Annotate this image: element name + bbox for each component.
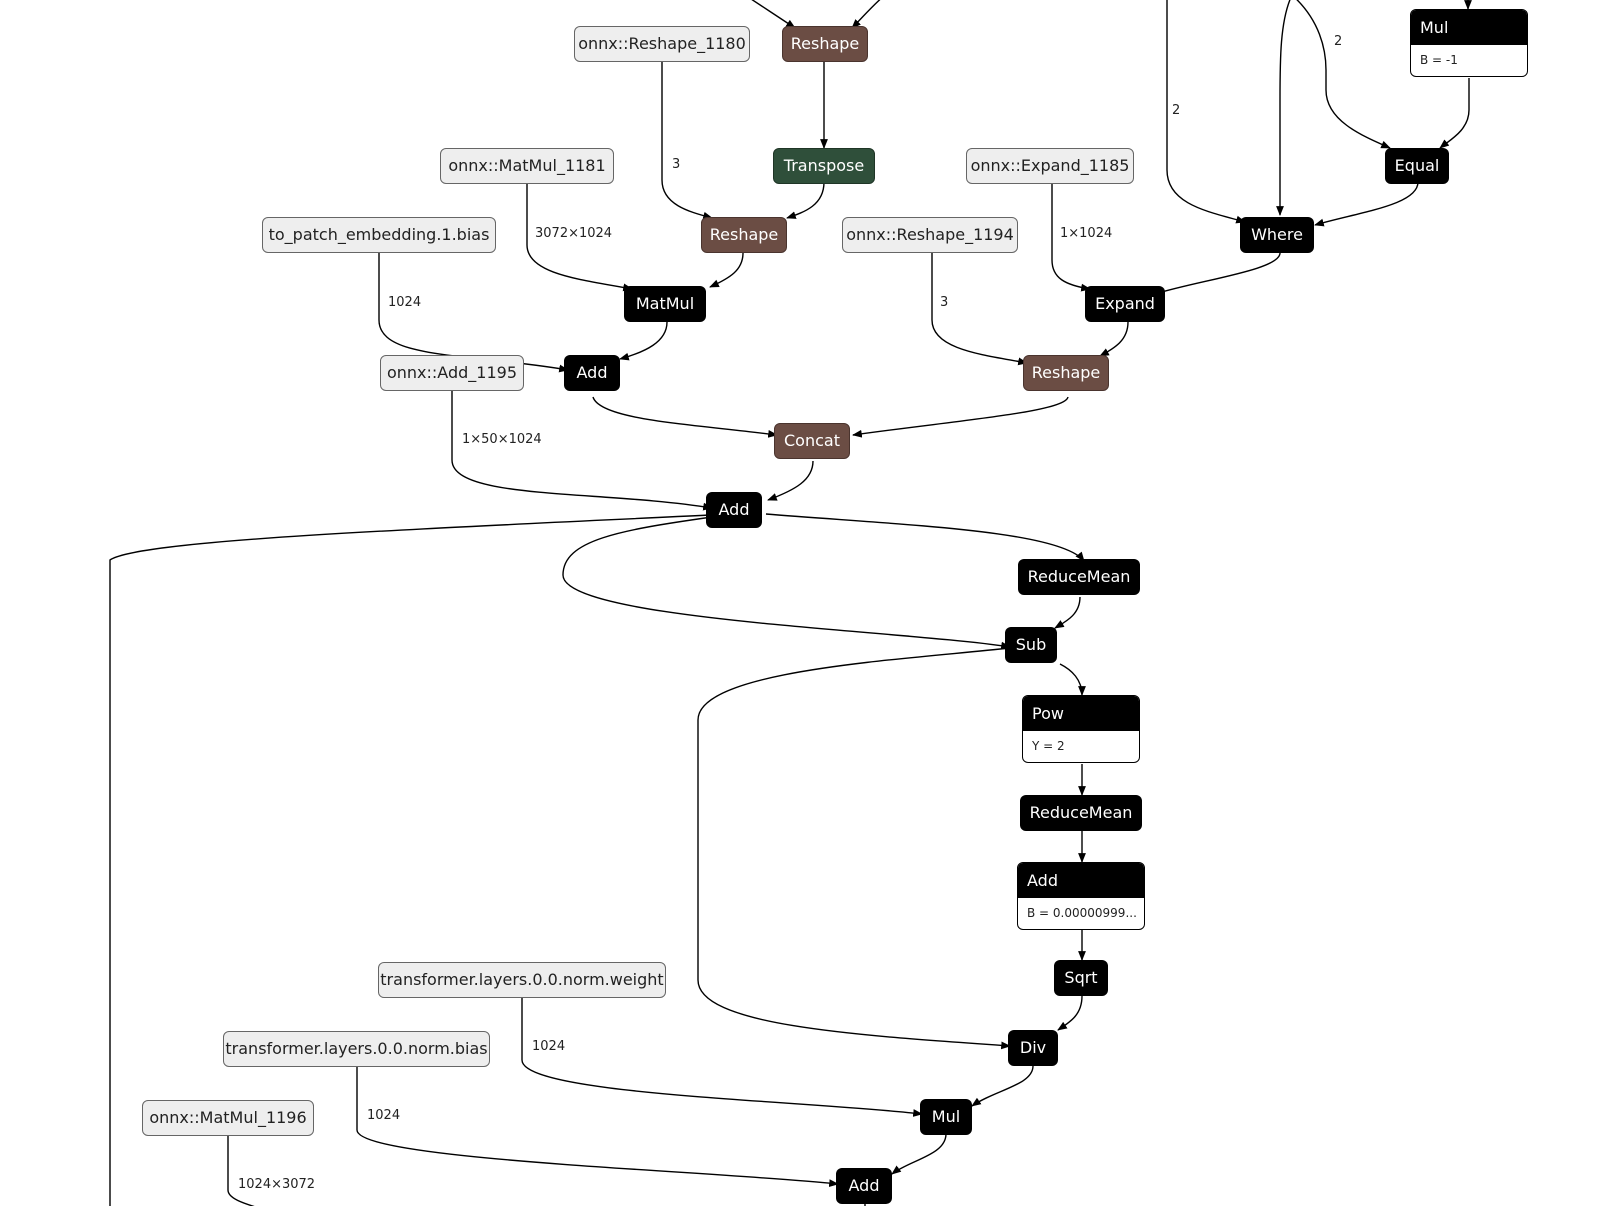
node-attribute: B = 0.00000999... (1027, 906, 1137, 920)
initializer-norm-weight[interactable]: transformer.layers.0.0.norm.weight (378, 962, 666, 998)
initializer-onnx-expand-1185[interactable]: onnx::Expand_1185 (966, 148, 1134, 184)
edge-add1195-add2 (451, 390, 713, 511)
node-expand[interactable]: Expand (1085, 286, 1165, 322)
edge-add2-far-left (109, 514, 711, 1206)
edge-label: 3 (940, 295, 949, 310)
edge-div-mul (971, 1065, 1034, 1107)
initializer-onnx-matmul-1196[interactable]: onnx::MatMul_1196 (142, 1100, 314, 1136)
edge-label: 3 (672, 157, 681, 172)
edge-transpose-reshape (786, 181, 825, 219)
node-sqrt[interactable]: Sqrt (1054, 960, 1108, 996)
edge-mul-equal (1439, 78, 1470, 149)
edge-concat-add2 (767, 460, 814, 501)
node-title: Pow (1023, 696, 1139, 731)
edge-loop-equal (1296, 0, 1391, 149)
edge-add2-reducemean (765, 513, 1085, 562)
edge-add1-concat (592, 396, 778, 438)
initializer-norm-bias[interactable]: transformer.layers.0.0.norm.bias (223, 1031, 490, 1067)
edge-label: 2 (1172, 103, 1181, 118)
edge-mul-addbottom (891, 1133, 947, 1175)
edge-where-expand (1154, 252, 1281, 296)
edge-reducemean-sub (1054, 596, 1081, 629)
edge-normweight-mul (521, 996, 923, 1117)
edge-label: 1024 (532, 1039, 566, 1054)
edge-sqrt-div (1057, 995, 1083, 1031)
edge-expand-reshape (1099, 321, 1129, 357)
node-reducemean-2[interactable]: ReduceMean (1020, 795, 1142, 831)
edge-sub-pow (1059, 663, 1086, 696)
node-reducemean-1[interactable]: ReduceMean (1018, 559, 1140, 595)
node-attribute: B = -1 (1420, 53, 1458, 67)
node-reshape-right[interactable]: Reshape (1023, 355, 1109, 391)
edge-mid-where (1276, 0, 1291, 216)
edge-label: 1×1024 (1060, 226, 1113, 241)
node-reshape-top[interactable]: Reshape (782, 26, 868, 62)
node-reshape-mid[interactable]: Reshape (701, 217, 787, 253)
node-mul-top[interactable]: Mul B = -1 (1410, 9, 1528, 77)
node-pow[interactable]: Pow Y = 2 (1022, 695, 1140, 763)
edge-into-reshape-top-right (851, 0, 881, 29)
node-where[interactable]: Where (1240, 217, 1314, 253)
node-add-1[interactable]: Add (564, 355, 620, 391)
edge-reshape-matmul (709, 252, 744, 288)
node-add-2[interactable]: Add (706, 492, 762, 528)
initializer-onnx-reshape-1180[interactable]: onnx::Reshape_1180 (574, 26, 750, 62)
node-sub[interactable]: Sub (1005, 627, 1057, 663)
edge-label: 1024 (367, 1108, 401, 1123)
edge-label: 1024 (388, 295, 422, 310)
node-attribute: Y = 2 (1032, 739, 1065, 753)
initializer-onnx-reshape-1194[interactable]: onnx::Reshape_1194 (842, 217, 1018, 253)
edge-reshape1194-reshape (931, 253, 1028, 366)
edge-matmul1196-down (227, 1134, 255, 1206)
initializer-onnx-matmul-1181[interactable]: onnx::MatMul_1181 (440, 148, 614, 184)
node-mul-bottom[interactable]: Mul (920, 1099, 972, 1135)
node-add-bottom[interactable]: Add (836, 1168, 892, 1204)
edge-add2-sub (562, 516, 1011, 650)
edge-into-reshape-top-left (751, 0, 796, 29)
edge-expand1185-expand (1051, 182, 1091, 292)
edge-left-where (1166, 0, 1246, 224)
node-div[interactable]: Div (1008, 1030, 1058, 1066)
edge-label: 1024×3072 (238, 1177, 316, 1192)
node-transpose[interactable]: Transpose (773, 148, 875, 184)
edge-reshape1180-reshape (661, 61, 713, 220)
node-title: Mul (1411, 10, 1527, 45)
initializer-patch-embedding-bias[interactable]: to_patch_embedding.1.bias (262, 217, 496, 253)
edge-reshape-concat (852, 396, 1069, 438)
edge-equal-where (1314, 181, 1419, 227)
node-matmul[interactable]: MatMul (624, 286, 706, 322)
initializer-onnx-add-1195[interactable]: onnx::Add_1195 (380, 355, 524, 391)
node-title: Add (1018, 863, 1144, 898)
node-add-epsilon[interactable]: Add B = 0.00000999... (1017, 862, 1145, 930)
edge-bias-add1 (378, 253, 569, 373)
node-equal[interactable]: Equal (1385, 148, 1449, 184)
edge-matmul1181-matmul (526, 182, 633, 292)
edge-normbias-addbottom (356, 1065, 839, 1188)
edge-sub-div (697, 647, 1011, 1050)
edge-label: 1×50×1024 (462, 432, 542, 447)
node-concat[interactable]: Concat (774, 423, 850, 459)
edge-matmul-add1 (619, 321, 668, 361)
edge-label: 3072×1024 (535, 226, 613, 241)
edge-label: 2 (1334, 34, 1343, 49)
